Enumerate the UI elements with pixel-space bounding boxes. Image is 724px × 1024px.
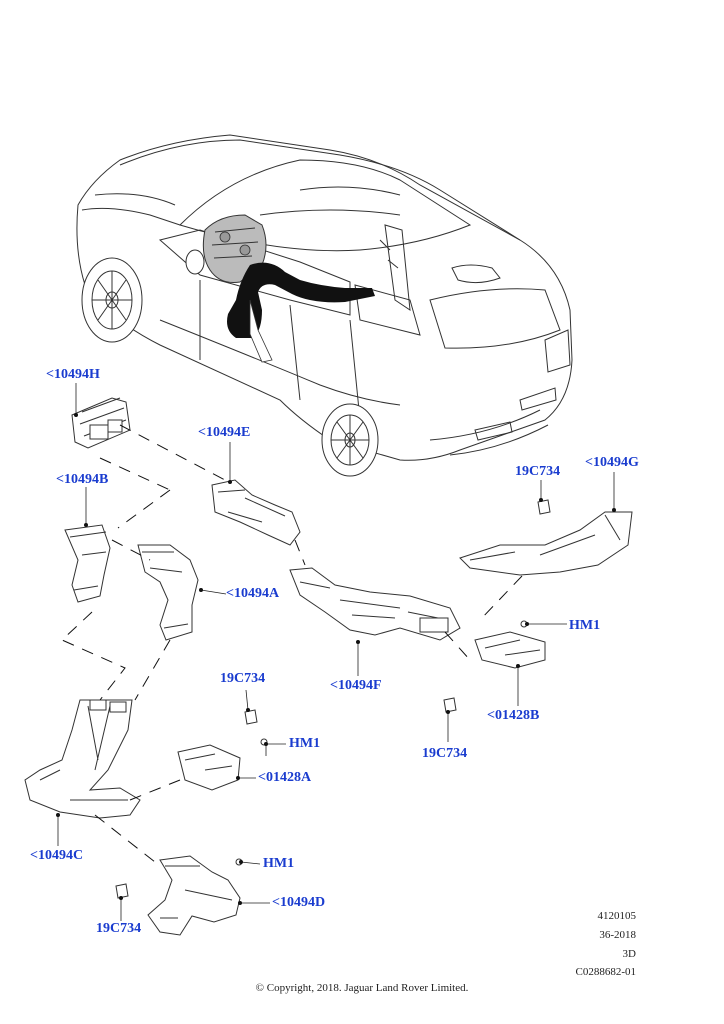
callout-19c734-right[interactable]: 19C734	[422, 746, 468, 761]
part-10494b-illustration	[64, 524, 111, 603]
part-10494c-illustration	[24, 699, 141, 819]
callout-10494g[interactable]: <10494G	[585, 455, 639, 470]
callout-19c734-top[interactable]: 19C734	[515, 464, 561, 479]
assembly-dashed-lines	[61, 424, 523, 863]
callout-hm1-bottom[interactable]: HM1	[263, 856, 295, 871]
callout-10494b[interactable]: <10494B	[56, 472, 109, 487]
callout-10494e[interactable]: <10494E	[198, 425, 251, 440]
callout-10494f[interactable]: <10494F	[330, 678, 382, 693]
part-01428b-illustration	[474, 631, 546, 669]
vehicle-illustration	[76, 134, 573, 477]
illustration-view: 3D	[622, 948, 636, 960]
illustration-code: C0288682-01	[575, 966, 637, 978]
part-10494g-illustration	[459, 511, 633, 576]
callout-10494a[interactable]: <10494A	[226, 586, 280, 601]
part-10494f-illustration	[289, 567, 461, 641]
callout-01428b[interactable]: <01428B	[487, 708, 540, 723]
callout-19c734-bottom[interactable]: 19C734	[96, 921, 142, 936]
leader-lines	[56, 383, 616, 921]
callout-10494c[interactable]: <10494C	[30, 848, 84, 863]
part-10494d-illustration	[147, 855, 241, 936]
copyright-notice: © Copyright, 2018. Jaguar Land Rover Lim…	[255, 982, 469, 994]
illustration-number: 4120105	[597, 910, 637, 922]
part-01428a-illustration	[177, 744, 241, 791]
callout-10494d[interactable]: <10494D	[272, 895, 326, 910]
in-vehicle-ducts-illustration	[227, 262, 375, 363]
callout-10494h[interactable]: <10494H	[46, 367, 100, 382]
part-10494e-illustration	[211, 479, 301, 546]
callout-hm1-right[interactable]: HM1	[569, 618, 601, 633]
fasteners-illustration	[115, 499, 551, 899]
callout-01428a[interactable]: <01428A	[258, 770, 312, 785]
part-10494h-illustration	[71, 397, 131, 449]
callout-hm1-mid[interactable]: HM1	[289, 736, 321, 751]
illustration-date: 36-2018	[599, 929, 636, 941]
callout-19c734-mid[interactable]: 19C734	[220, 671, 266, 686]
part-10494a-illustration	[137, 544, 199, 641]
